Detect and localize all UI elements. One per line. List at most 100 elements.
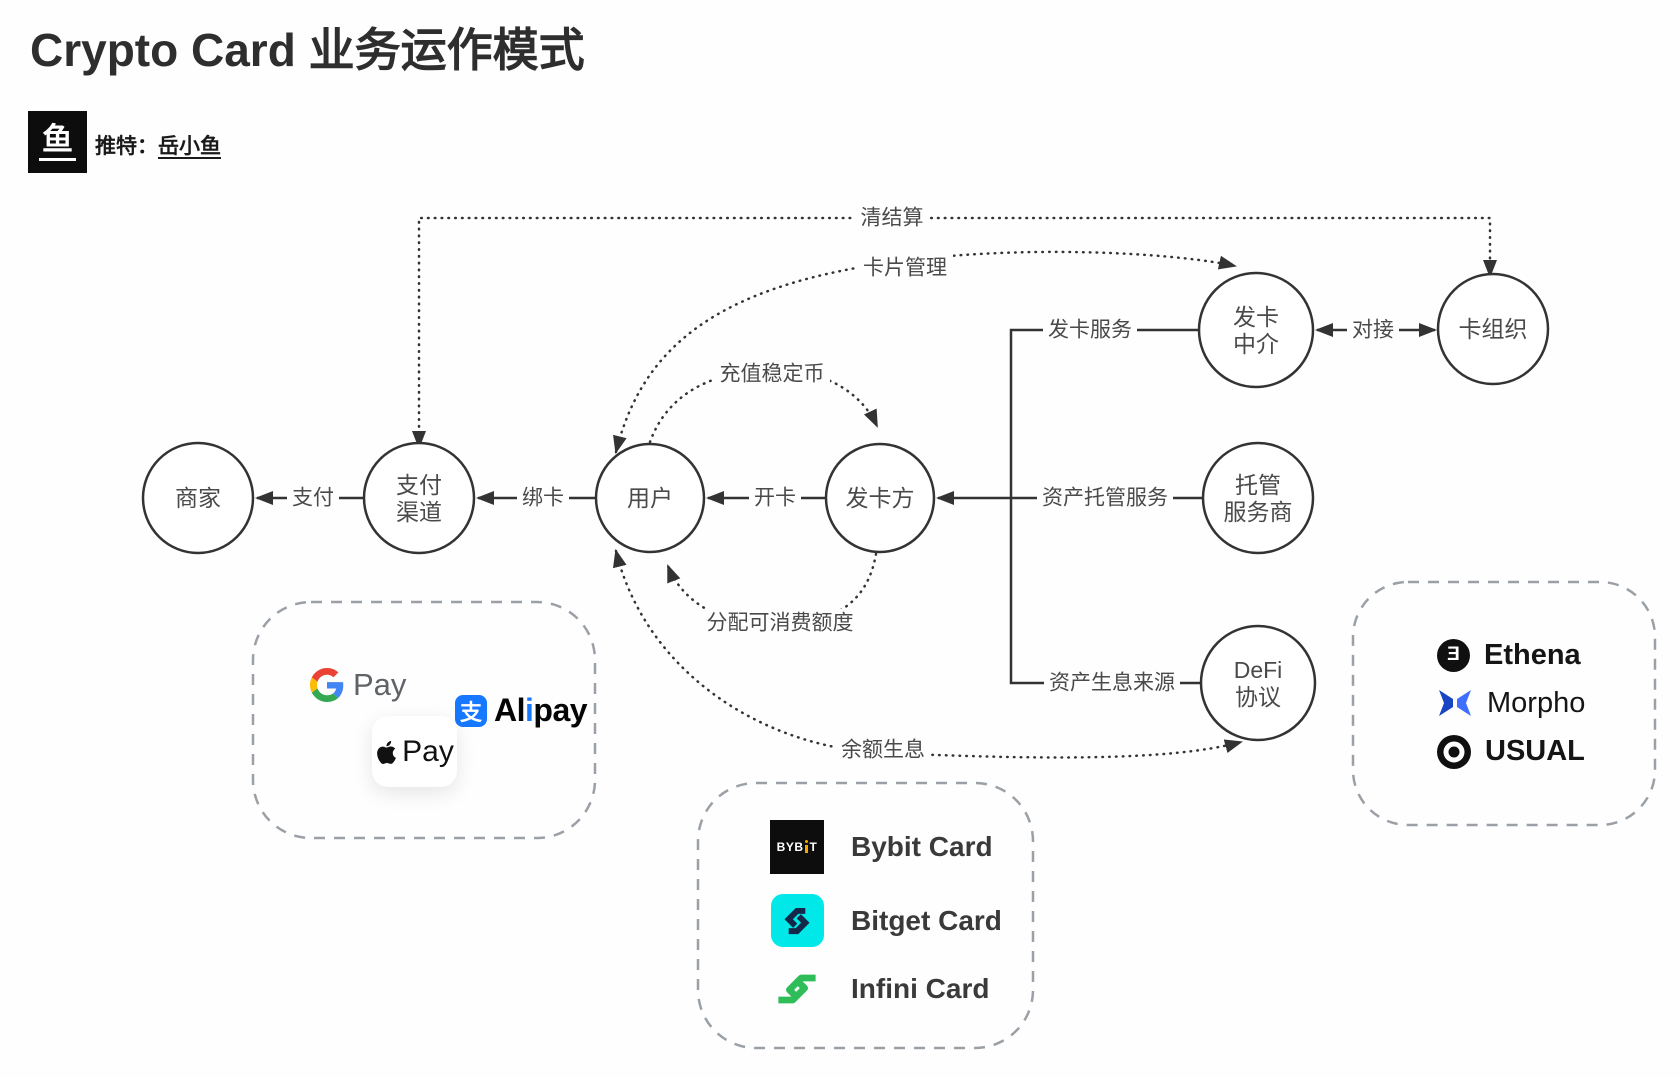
alipay-label: Alipay [494,692,588,729]
alipay-logo: 支 Alipay [455,692,588,729]
node-custody-provider-label-2: 服务商 [1224,499,1293,525]
byline: 推特：岳小鱼 [95,130,221,160]
google-g-icon [310,668,344,702]
node-user: 用户 [594,442,706,554]
edge-balance-yield [613,549,1243,759]
edge-card-management-label: 卡片管理 [863,257,947,280]
defi-protocols-list: Ǝ Ethena Morpho USUAL [1353,582,1655,825]
bitget-card-label: Bitget Card [851,904,1002,936]
list-item-morpho: Morpho [1437,687,1655,720]
node-custody-provider-label-1: 托管 [1235,472,1281,498]
bitget-icon-glyph [784,907,810,934]
edge-bind-card-label: 绑卡 [522,487,564,510]
usual-label: USUAL [1485,735,1585,767]
list-item-infini-card: Infini Card [770,967,1033,1011]
bybit-icon-word: BYB T [777,840,818,854]
byline-prefix: 推特： [95,135,158,158]
list-item-ethena: Ǝ Ethena [1437,638,1655,672]
morpho-label: Morpho [1487,686,1586,719]
bybit-icon-text-left: BYB [776,840,804,854]
node-defi-protocol-circle [1199,624,1317,742]
node-payment-channel-label-2: 渠道 [396,499,442,525]
alipay-label-i: i [525,692,534,728]
node-card-issuer-circle [824,442,936,554]
node-defi-protocol-label-2: 协议 [1235,684,1281,710]
alipay-label-end: pay [533,692,588,728]
node-defi-protocol-label-1: DeFi [1234,657,1283,683]
list-item-usual: USUAL [1437,734,1655,769]
bybit-icon-text-right: T [809,840,818,854]
edge-allocate-limit-label-bg [701,609,859,637]
infini-iconwrap [770,967,824,1011]
node-issuing-intermediary-label-1: 发卡 [1233,304,1279,330]
bybit-icon-yellow-i [805,840,808,853]
node-merchant-circle [141,441,255,555]
node-payment-channel: 支付 渠道 [362,441,476,555]
bitget-iconwrap [770,894,824,947]
edge-pay-label-bg [287,484,339,512]
node-user-circle [594,442,706,554]
node-issuing-intermediary: 发卡 中介 [1197,271,1315,389]
node-card-issuer: 发卡方 [824,442,936,554]
bybit-i-dot [805,840,808,843]
node-card-network-circle [1436,272,1550,386]
google-pay-label: Pay [353,667,407,702]
node-custody-provider: 托管 服务商 [1201,441,1315,555]
byline-name: 岳小鱼 [158,135,221,158]
edge-bind-card-label-bg [517,484,569,512]
edge-card-management-label-bg [857,254,953,282]
edge-clearing-label: 清结算 [861,207,924,230]
node-issuing-intermediary-label-2: 中介 [1233,331,1279,357]
node-user-label: 用户 [627,485,673,511]
edge-balance-yield-label-bg [835,736,931,764]
node-defi-protocol: DeFi 协议 [1199,624,1317,742]
list-item-bybit-card: BYB T Bybit Card [770,820,1033,874]
edge-pay-label: 支付 [292,487,334,510]
page-title: Crypto Card 业务运作模式 [30,24,585,76]
edge-clearing-label-bg [855,204,929,232]
ethena-icon-char: Ǝ [1447,644,1460,665]
fish-logo: 鱼 [28,111,87,173]
edge-integration-label-bg [1347,316,1399,344]
node-card-issuer-label: 发卡方 [846,485,915,511]
edge-issuing-service-label: 发卡服务 [1048,319,1132,342]
card-products-box [696,781,1035,1050]
infini-card-label: Infini Card [851,973,990,1004]
edge-balance-yield-label: 余额生息 [841,739,925,762]
edge-deposit-stablecoin [648,368,879,444]
edge-custody-service-label-bg [1037,484,1173,512]
node-payment-channel-circle [362,441,476,555]
edge-yield-source-label: 资产生息来源 [1049,672,1175,695]
alipay-icon-char: 支 [459,699,482,725]
apple-pay-logo: Pay [372,716,457,787]
node-card-network: 卡组织 [1436,272,1550,386]
infini-icon [778,974,816,1004]
apple-pay-label: Pay [402,734,454,768]
google-pay-logo: Pay [310,667,406,703]
ethena-icon: Ǝ [1437,638,1470,672]
node-issuing-intermediary-circle [1197,271,1315,389]
card-products-list: BYB T Bybit Card Bitget Card [698,783,1033,1048]
bybit-i-bar [805,845,808,853]
node-card-network-label: 卡组织 [1459,316,1528,342]
bybit-iconwrap: BYB T [770,820,824,874]
edge-open-card-label: 开卡 [754,487,796,510]
edge-yield-source-label-bg [1044,669,1180,697]
bitget-icon [770,894,824,947]
edge-clearing-settlement [412,216,1497,449]
node-custody-provider-circle [1201,441,1315,555]
alipay-icon: 支 [455,694,487,727]
alipay-label-start: Al [494,692,526,728]
node-merchant-label: 商家 [175,485,221,511]
defi-protocols-box [1351,580,1657,827]
ethena-label: Ethena [1484,638,1581,671]
edge-deposit-stablecoin-label: 充值稳定币 [720,363,825,386]
usual-icon [1437,734,1471,769]
edge-allocate-limit-label: 分配可消费额度 [707,612,854,635]
edge-issuing-service-label-bg [1043,316,1137,344]
edge-deposit-stablecoin-label-bg [714,360,830,388]
node-merchant: 商家 [141,441,255,555]
bybit-card-label: Bybit Card [851,831,993,862]
